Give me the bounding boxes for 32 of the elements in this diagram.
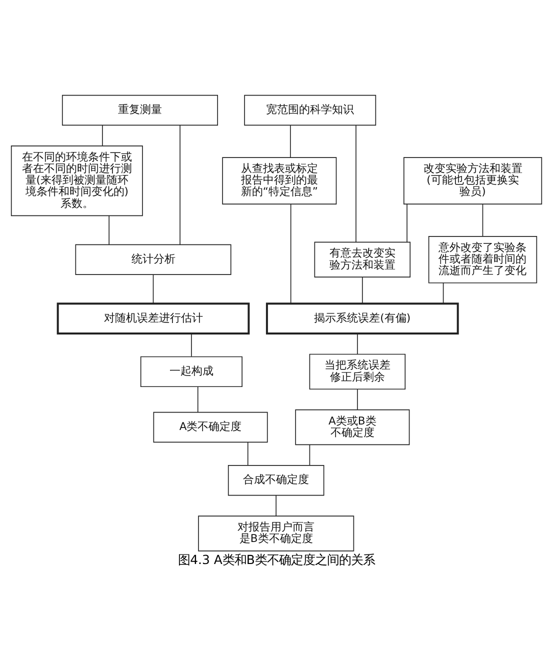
node-box: 从查找表或标定报告中得到的最新的“特定信息” xyxy=(222,156,337,204)
node-box: 对报告用户而言是B类不确定度 xyxy=(198,515,354,551)
connector xyxy=(362,276,363,304)
node-box: 合成不确定度 xyxy=(228,464,324,496)
connector xyxy=(102,124,103,146)
node-box: 一起构成 xyxy=(140,356,242,387)
connector xyxy=(482,203,484,236)
connector xyxy=(290,203,292,304)
node-box: 统计分析 xyxy=(75,244,232,274)
node-box: 揭示系统误差(有偏) xyxy=(266,302,459,334)
connector xyxy=(309,444,310,466)
connector xyxy=(406,203,408,242)
node-box: 对随机误差进行估计 xyxy=(56,302,250,334)
connector xyxy=(108,214,110,244)
node-box: 当把系统误差修正后剩余 xyxy=(309,353,406,390)
connector xyxy=(290,124,291,158)
node-box: A类或B类不确定度 xyxy=(295,408,410,445)
connector xyxy=(357,388,358,410)
connector xyxy=(357,332,358,354)
node-box: 重复测量 xyxy=(62,94,218,126)
node-box: 在不同的环境条件下或者在不同的时间进行测量(来得到被测量随环境条件和时间变化的)系数。 xyxy=(10,145,143,216)
connector xyxy=(191,332,192,356)
caption: 图4.3 A类和B类不确定度之间的关系 xyxy=(178,552,375,567)
connector xyxy=(152,274,154,304)
node-box: 有意去改变实验方法和装置 xyxy=(314,241,411,277)
node-box: 改变实验方法和装置(可能也包括更换实验员) xyxy=(403,156,542,204)
node-box: 宽范围的科学知识 xyxy=(244,94,376,126)
connector xyxy=(247,441,248,465)
connector xyxy=(442,282,444,304)
node-box: A类不确定度 xyxy=(153,411,268,442)
connector xyxy=(197,386,198,412)
node-box: 意外改变了实验条件或者随着时间的流逝而产生了变化 xyxy=(428,235,538,283)
